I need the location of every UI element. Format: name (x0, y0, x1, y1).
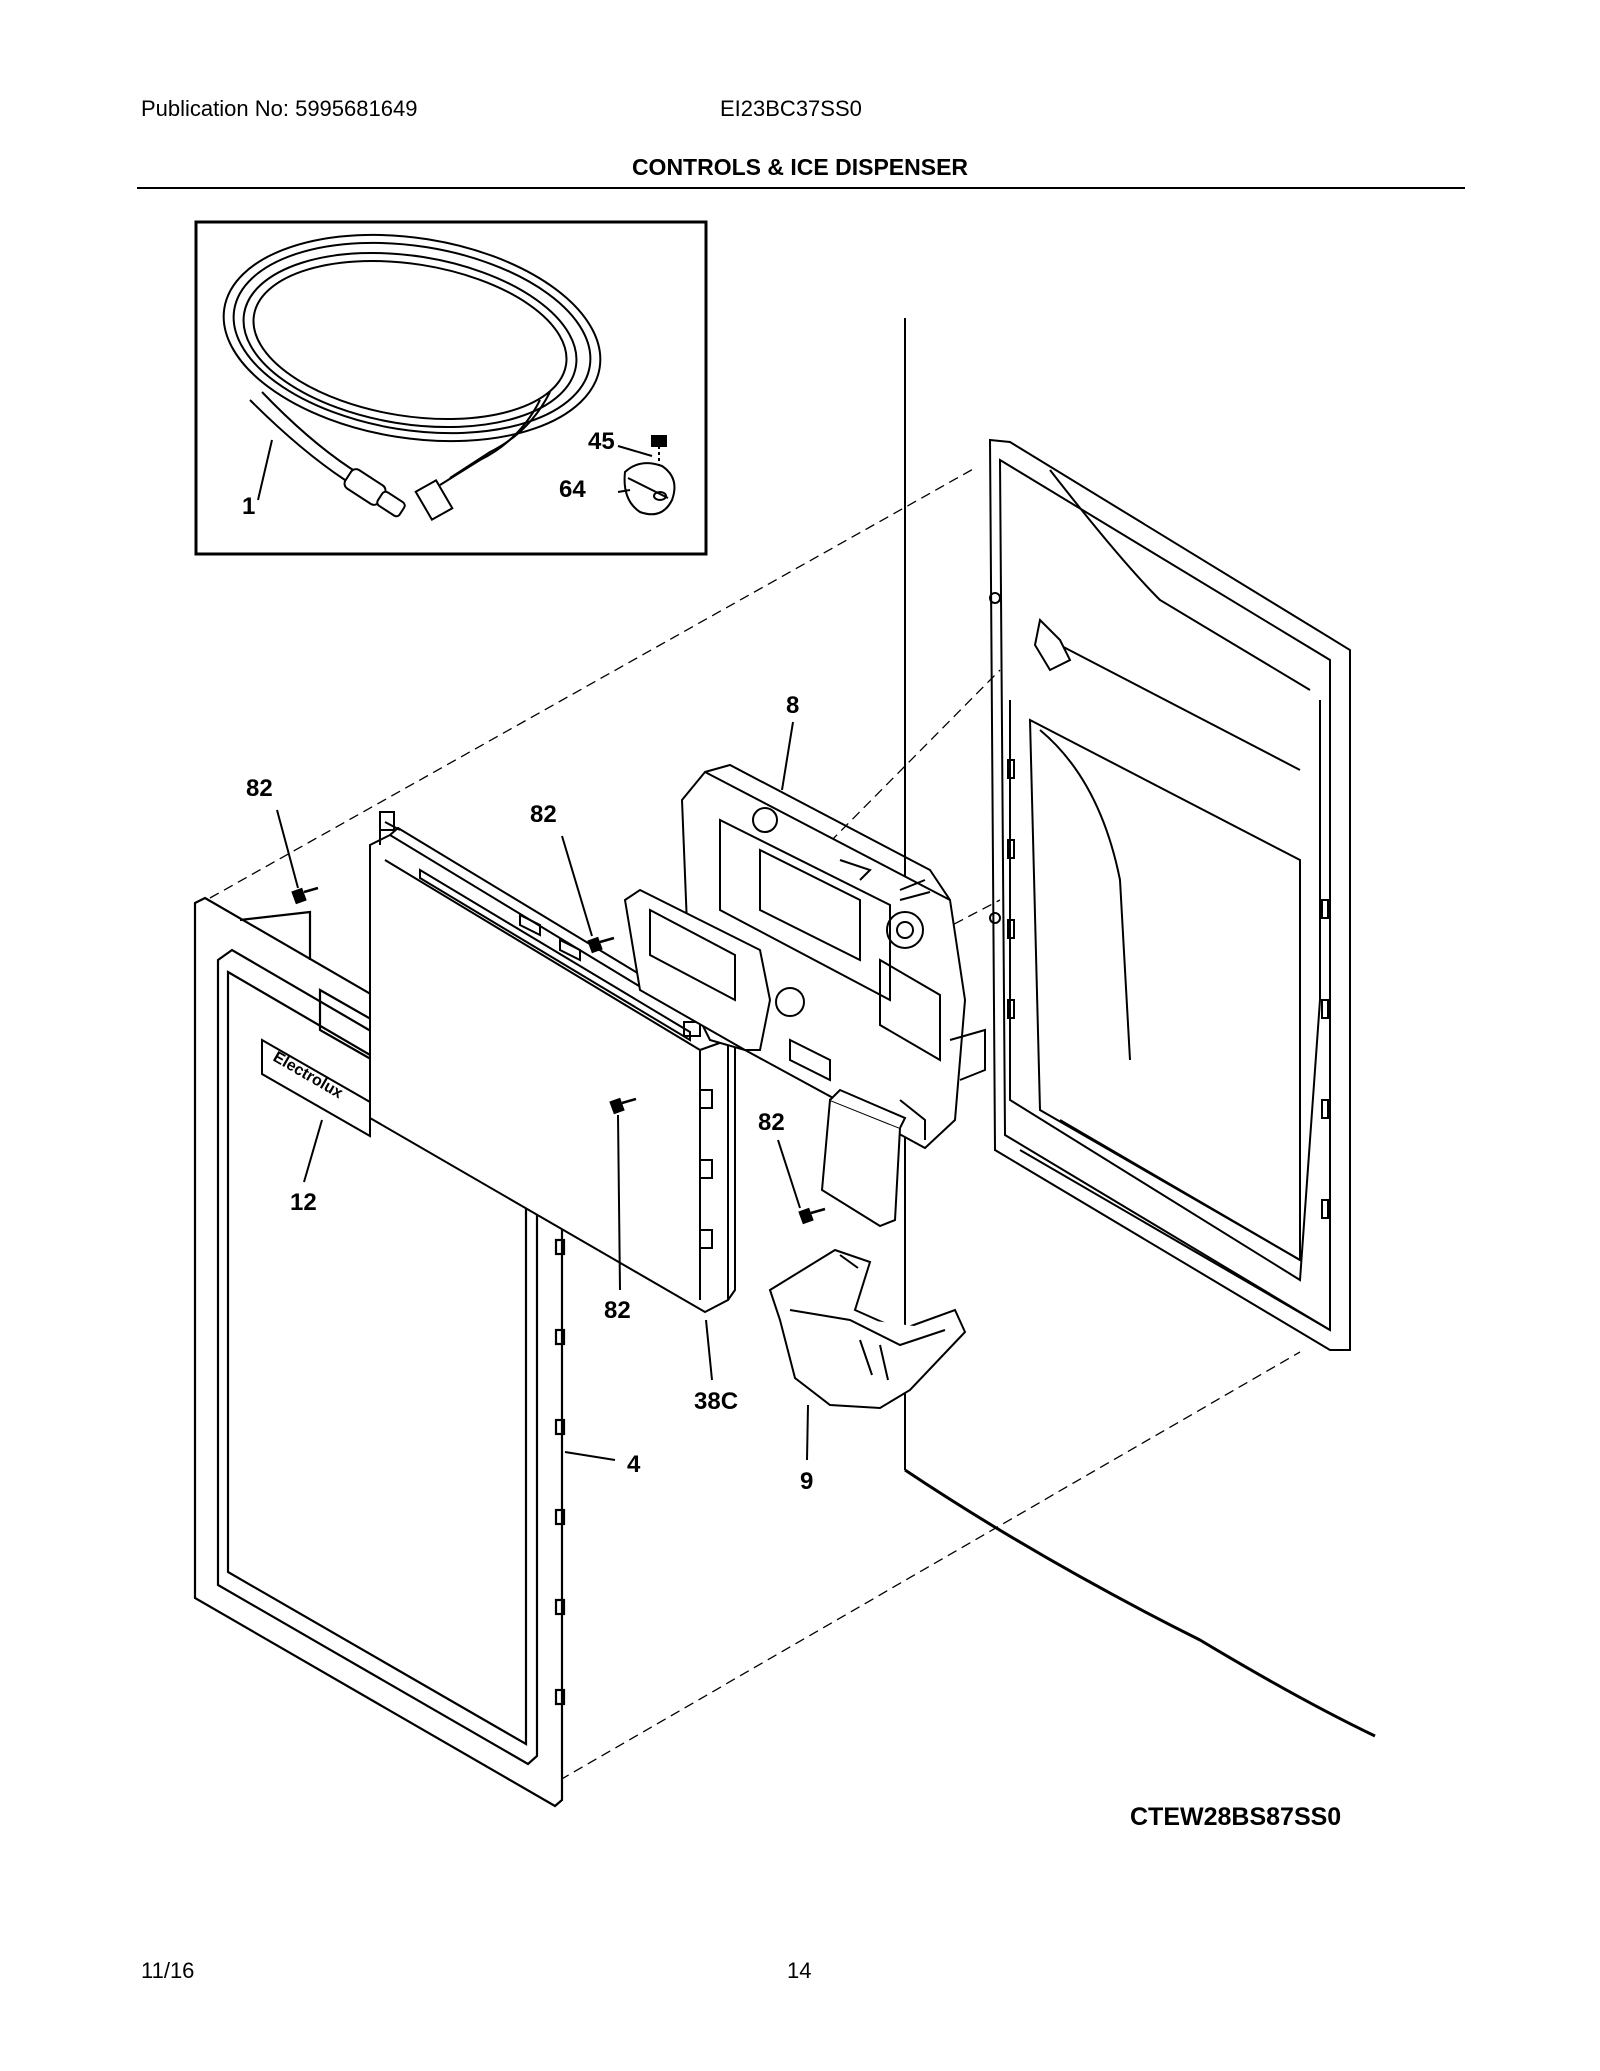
callout-82-board: 82 (604, 1297, 631, 1324)
callout-82-mid: 82 (530, 801, 557, 828)
section-title: CONTROLS & ICE DISPENSER (631, 154, 969, 180)
leader-9 (806, 1404, 809, 1461)
clip-part (623, 462, 676, 516)
callout-8: 8 (786, 692, 799, 719)
callout-12: 12 (290, 1189, 317, 1216)
screw-mid (587, 936, 615, 954)
tubing-inset (194, 220, 708, 556)
reference-model: CTEW28BS87SS0 (1130, 1803, 1341, 1831)
screw-left (291, 886, 319, 905)
dispenser-paddle (820, 1088, 907, 1228)
leader-tubing (257, 439, 273, 501)
leader-12 (303, 1119, 323, 1183)
tubing-fitting (343, 468, 406, 518)
tubing-end (414, 479, 454, 521)
dispenser-cavity-liner (904, 318, 1376, 1738)
publication-number: Publication No: 5995681649 (141, 96, 418, 121)
leader-45 (617, 445, 653, 457)
board-tabs (683, 1021, 713, 1249)
screw-parts (291, 886, 826, 1225)
callout-38c: 38C (694, 1388, 738, 1415)
liner-tabs (1007, 759, 1329, 1219)
screw-board (609, 1097, 637, 1115)
leader-4 (564, 1451, 616, 1461)
leader-64 (617, 489, 631, 493)
dispenser-housing-part (623, 763, 986, 1150)
callout-82-lower: 82 (758, 1109, 785, 1136)
model-number: EI23BC37SS0 (720, 96, 862, 121)
callout-4: 4 (627, 1451, 641, 1478)
header-rule (137, 187, 1465, 189)
page-number: 14 (787, 1958, 812, 1983)
callout-1: 1 (242, 493, 255, 520)
callout-64: 64 (559, 476, 586, 503)
callout-82-left: 82 (246, 775, 273, 802)
leader-38c (705, 1319, 713, 1381)
control-board-part (369, 811, 737, 1314)
inset-frame (194, 220, 708, 556)
leader-82-lower (777, 1139, 801, 1209)
callout-9: 9 (800, 1468, 813, 1495)
callout-45: 45 (588, 428, 615, 455)
tubing-coil (222, 233, 602, 501)
screw-45-part (651, 435, 667, 466)
leader-lines (276, 721, 809, 1461)
leader-8 (781, 721, 794, 791)
ice-chute-part (768, 1248, 967, 1410)
leader-82-board (617, 1114, 621, 1291)
screw-lower (798, 1207, 826, 1225)
leader-82-left (276, 809, 299, 889)
footer-date: 11/16 (141, 1958, 195, 1983)
leader-82-mid (561, 835, 593, 937)
